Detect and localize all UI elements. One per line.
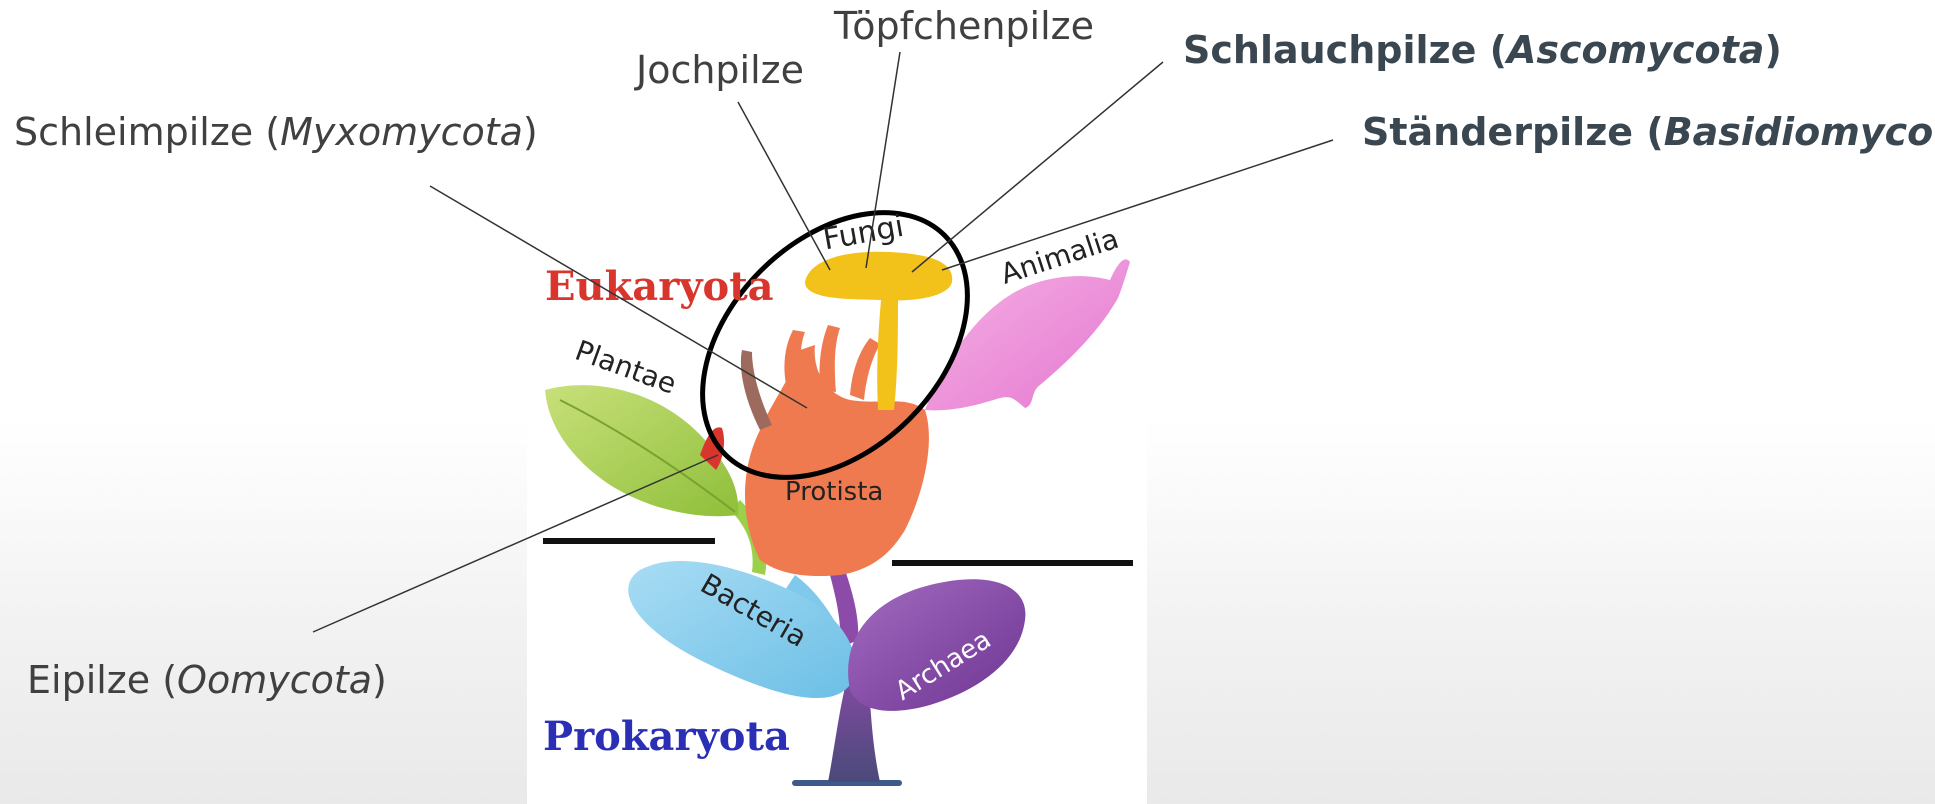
protista-finger-2 (819, 325, 840, 392)
callout-schleimpilze-prefix: Schleimpilze ( (14, 110, 281, 154)
callout-schleimpilze-suffix: ) (522, 110, 538, 154)
callout-toepfchenpilze: Töpfchenpilze (834, 4, 1094, 48)
callout-schlauchpilze-italic: Ascomycota (1506, 28, 1765, 72)
callout-staenderpilze: Ständerpilze (Basidiomycota) (1362, 110, 1935, 154)
callout-jochpilze-text: Jochpilze (636, 48, 804, 92)
callout-eipilze-italic: Oomycota (177, 658, 373, 702)
callout-schleimpilze: Schleimpilze (Myxomycota) (14, 110, 538, 154)
fungi-stalk (877, 290, 898, 410)
callout-jochpilze: Jochpilze (636, 48, 804, 92)
callout-schlauchpilze: Schlauchpilze (Ascomycota) (1183, 28, 1782, 72)
eukaryota-label: Eukaryota (545, 263, 774, 310)
callout-staenderpilze-prefix: Ständerpilze ( (1362, 110, 1664, 154)
callout-eipilze-prefix: Eipilze ( (27, 658, 178, 702)
protista-finger-3 (850, 338, 880, 400)
callout-eipilze-suffix: ) (372, 658, 387, 702)
prokaryota-label: Prokaryota (543, 713, 790, 760)
animalia-shape (925, 259, 1130, 411)
callout-schleimpilze-italic: Myxomycota (280, 110, 523, 154)
callout-schlauchpilze-suffix: ) (1764, 28, 1782, 72)
callout-eipilze: Eipilze (Oomycota) (27, 658, 387, 702)
callout-schlauchpilze-prefix: Schlauchpilze ( (1183, 28, 1507, 72)
callout-toepfchenpilze-text: Töpfchenpilze (834, 4, 1094, 48)
plant-stem (730, 500, 767, 575)
callout-staenderpilze-italic: Basidiomycota (1663, 110, 1935, 154)
protista-label: Protista (785, 477, 883, 507)
archaea-stem (830, 570, 859, 648)
archaea-leaf (848, 579, 1026, 711)
